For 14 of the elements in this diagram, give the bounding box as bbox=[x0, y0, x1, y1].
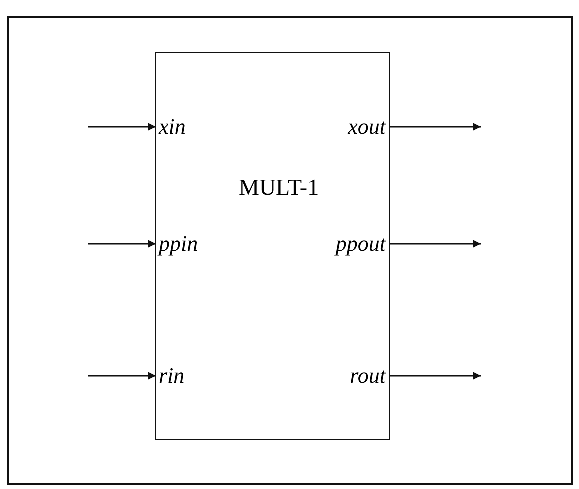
port-label: rin bbox=[156, 363, 185, 389]
port-label: ppin bbox=[156, 231, 198, 257]
block-box bbox=[155, 52, 390, 440]
block-name: MULT-1 bbox=[239, 175, 320, 201]
arrow bbox=[389, 240, 481, 248]
arrow bbox=[88, 123, 156, 131]
port-label: xin bbox=[156, 114, 186, 140]
port-label: rout bbox=[350, 363, 389, 389]
arrow bbox=[88, 240, 156, 248]
arrow bbox=[389, 123, 481, 131]
port-label: ppout bbox=[336, 231, 389, 257]
port-label: xout bbox=[348, 114, 389, 140]
arrow bbox=[389, 372, 481, 380]
arrow bbox=[88, 372, 156, 380]
